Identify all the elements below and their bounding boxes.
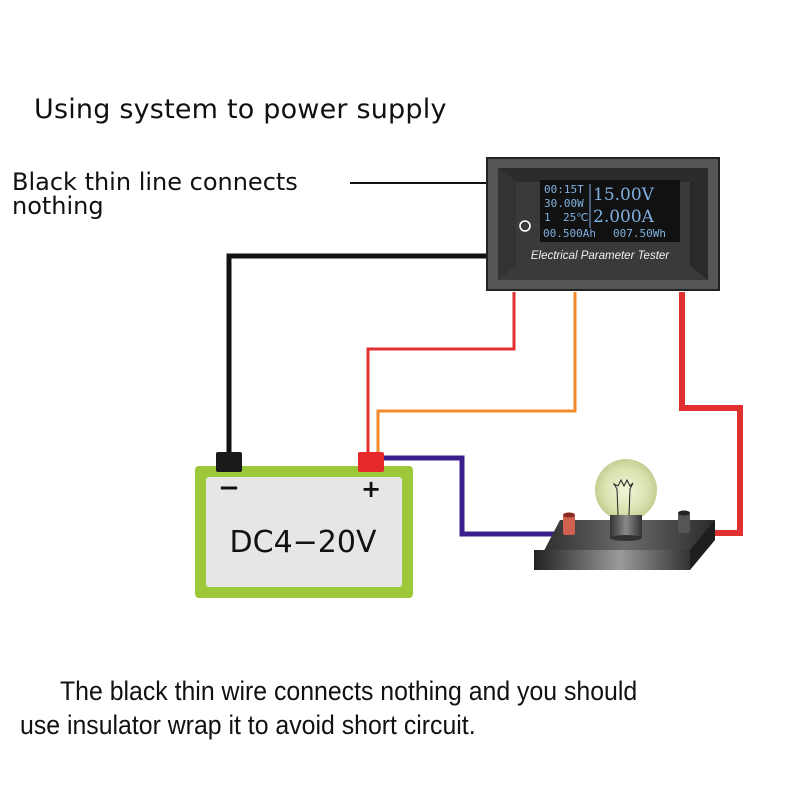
battery: − + DC4−20V (195, 452, 413, 598)
orange-wire-meter-to-battery (376, 292, 577, 458)
negative-terminal (216, 452, 242, 472)
black-wire (226, 253, 487, 455)
lcd-voltage: 15.00V (593, 185, 655, 205)
footer-line-2: use insulator wrap it to avoid short cir… (20, 710, 476, 740)
lcd-capacity: 00.500Ah (543, 227, 596, 240)
bulb-icon (595, 459, 657, 521)
lcd-channel: 1 (544, 211, 551, 224)
battery-body (206, 477, 402, 587)
purple-wire-battery-to-load (384, 455, 565, 537)
diagram-title: Using system to power supply (34, 94, 447, 125)
battery-voltage-label: DC4−20V (230, 525, 377, 560)
lcd-energy: 007.50Wh (613, 227, 666, 240)
positive-symbol: + (361, 475, 381, 503)
negative-symbol: − (218, 473, 240, 503)
red-wire-meter-to-load (679, 292, 743, 536)
electrical-parameter-tester: 00:15T 30.00W 1 25℃ 15.00V 2.000A 00.500… (486, 157, 720, 291)
annotation-label: Black thin line connects nothing (12, 170, 298, 218)
terminal-red (563, 515, 575, 535)
lcd-power: 30.00W (544, 197, 584, 210)
annotation-line-1: Black thin line connects (12, 168, 298, 196)
annotation-line-2: nothing (12, 192, 104, 220)
lcd-temperature: 25℃ (563, 211, 589, 224)
footer-line-1: The black thin wire connects nothing and… (60, 676, 638, 706)
red-wire-meter-to-battery (366, 292, 516, 458)
light-bulb-load (534, 459, 715, 570)
terminal-black (678, 513, 690, 533)
lcd-current: 2.000A (593, 207, 655, 227)
positive-terminal (358, 452, 384, 472)
button-icon[interactable] (519, 220, 531, 232)
lcd-screen (540, 180, 680, 242)
meter-label: Electrical Parameter Tester (531, 250, 670, 262)
lcd-time: 00:15T (544, 183, 584, 196)
